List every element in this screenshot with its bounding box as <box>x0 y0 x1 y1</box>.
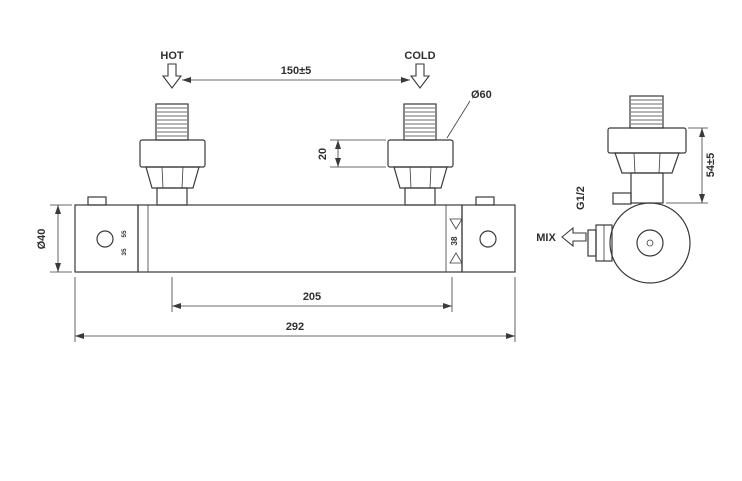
front-view: 55 35 38 HOT COLD 150±5 Ø60 <box>36 50 516 342</box>
side-stem <box>630 172 664 204</box>
cold-label: COLD <box>404 50 435 62</box>
hot-nut <box>145 166 200 189</box>
side-body-hub <box>646 239 654 247</box>
cold-nut <box>393 166 448 189</box>
right-handle-button <box>479 230 497 248</box>
side-thread-hatch <box>631 99 662 125</box>
cold-nut-facet <box>429 166 432 189</box>
dim-overall-length-label: 292 <box>286 321 304 333</box>
side-view: G1/2 MIX 54±5 <box>536 95 717 284</box>
mix-flow-arrow-icon <box>561 226 587 248</box>
left-handle <box>74 204 139 273</box>
right-handle <box>461 204 516 273</box>
flow-labels: HOT COLD <box>160 50 436 89</box>
mix-label: MIX <box>536 232 556 244</box>
cold-flow-arrow-icon <box>409 63 431 89</box>
temp-stop-triangle-icon <box>449 218 463 230</box>
dimension-port-spacing: 205 <box>171 277 453 312</box>
cold-inlet-assembly <box>387 103 454 206</box>
left-handle-tab <box>87 196 107 206</box>
dim-inlet-spacing-label: 150±5 <box>281 65 312 77</box>
dimension-flange-diameter: Ø60 <box>446 89 492 139</box>
right-handle-tab <box>475 196 495 206</box>
side-adjuster <box>612 192 632 205</box>
dimension-side-height: 54±5 <box>666 127 717 204</box>
dimension-overall-length: 292 <box>74 277 516 342</box>
cold-thread-stud <box>403 103 437 141</box>
side-nut-facet <box>633 152 636 174</box>
side-outlet-nipple <box>587 229 597 257</box>
valve-body: 55 35 38 <box>74 196 516 273</box>
cold-thread-hatch <box>405 107 435 137</box>
hot-thread-stud <box>155 103 189 141</box>
thread-size-label: G1/2 <box>575 186 587 210</box>
side-body-outer-circle <box>609 202 691 284</box>
hot-thread-hatch <box>157 107 187 137</box>
dimension-flange-height: 20 <box>317 139 386 168</box>
dimension-body-diameter: Ø40 <box>36 204 72 273</box>
dimension-inlet-spacing: 150±5 <box>182 65 410 83</box>
side-body-inner-circle <box>636 229 664 257</box>
hot-nut-facet <box>161 166 164 189</box>
dim-side-height-label: 54±5 <box>705 153 717 177</box>
hot-label: HOT <box>160 50 184 62</box>
cold-nut-facet <box>409 166 412 189</box>
temp-stop-triangle-icon <box>449 252 463 264</box>
dim-flange-height-label: 20 <box>317 148 329 160</box>
scale-lower-label: 35 <box>121 248 128 256</box>
scale-upper-label: 55 <box>121 230 128 238</box>
dim-body-diameter-label: Ø40 <box>36 229 48 250</box>
hot-inlet-assembly <box>139 103 206 206</box>
side-flange <box>607 127 687 154</box>
body-tube <box>137 204 463 273</box>
dim-port-spacing-label: 205 <box>303 291 321 303</box>
side-labels: G1/2 MIX <box>536 186 587 248</box>
side-inlet-assembly <box>607 95 687 205</box>
side-body <box>587 202 691 284</box>
temp-stop-label: 38 <box>450 236 459 245</box>
left-handle-button <box>96 230 114 248</box>
dim-flange-diameter-label: Ø60 <box>471 89 492 101</box>
hot-nut-facet <box>181 166 184 189</box>
hot-flange <box>139 139 206 168</box>
hot-stem <box>156 187 188 206</box>
front-dimensions: 150±5 Ø60 20 Ø40 <box>36 65 516 342</box>
side-nut-facet <box>658 152 661 174</box>
hot-flow-arrow-icon <box>161 63 183 89</box>
cold-stem <box>404 187 436 206</box>
side-nut <box>614 152 680 174</box>
cold-flange <box>387 139 454 168</box>
